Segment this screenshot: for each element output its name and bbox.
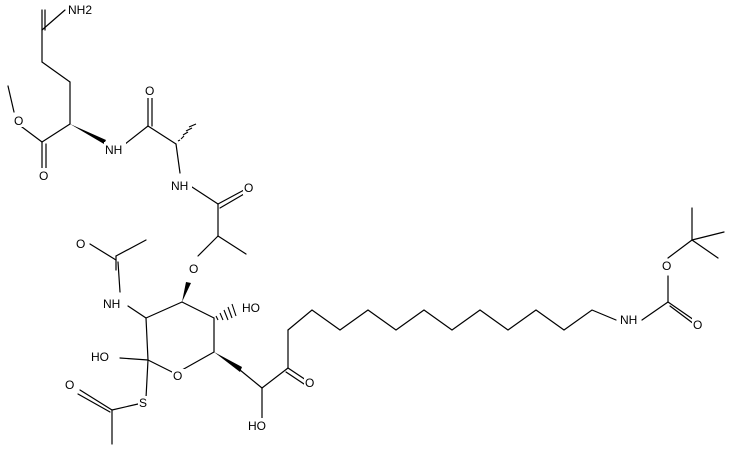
- boc-ester-o-label: O: [662, 259, 671, 273]
- side-oh-label: HO: [248, 419, 266, 433]
- ether-o-label: O: [189, 262, 198, 276]
- sulfur-label: S: [139, 396, 147, 410]
- hashed-wedge-ala-methyl: [177, 123, 197, 142]
- hashed-wedge-ring-oh: [215, 303, 237, 321]
- acetamide-o-label: O: [76, 237, 85, 251]
- nh-ala-label: NH: [171, 179, 188, 193]
- ester-o-methyl-label: O: [14, 114, 23, 128]
- nh-acetamide-label: NH: [103, 297, 120, 311]
- boc-carbonyl-o-label: O: [693, 318, 702, 332]
- nh-gln-label: NH: [105, 143, 122, 157]
- thioacetyl-o-label: O: [65, 378, 74, 392]
- ring-oh-label: HO: [242, 301, 260, 315]
- atom-labels: NH2 O O NH O NH O O NH O HO HO O S O O H: [13, 2, 706, 433]
- ketone-o-label: O: [305, 376, 314, 390]
- ester-o-carbonyl-label: O: [39, 169, 48, 183]
- nh2-label: NH2: [68, 3, 92, 17]
- ring-o-label: O: [173, 369, 182, 383]
- anomeric-oh-label: HO: [91, 350, 109, 364]
- amide-o-lactyl-label: O: [244, 181, 253, 195]
- amide-o-ala-label: O: [145, 84, 154, 98]
- boc-nh-label: NH: [620, 313, 637, 327]
- bond-network: [7, 9, 725, 445]
